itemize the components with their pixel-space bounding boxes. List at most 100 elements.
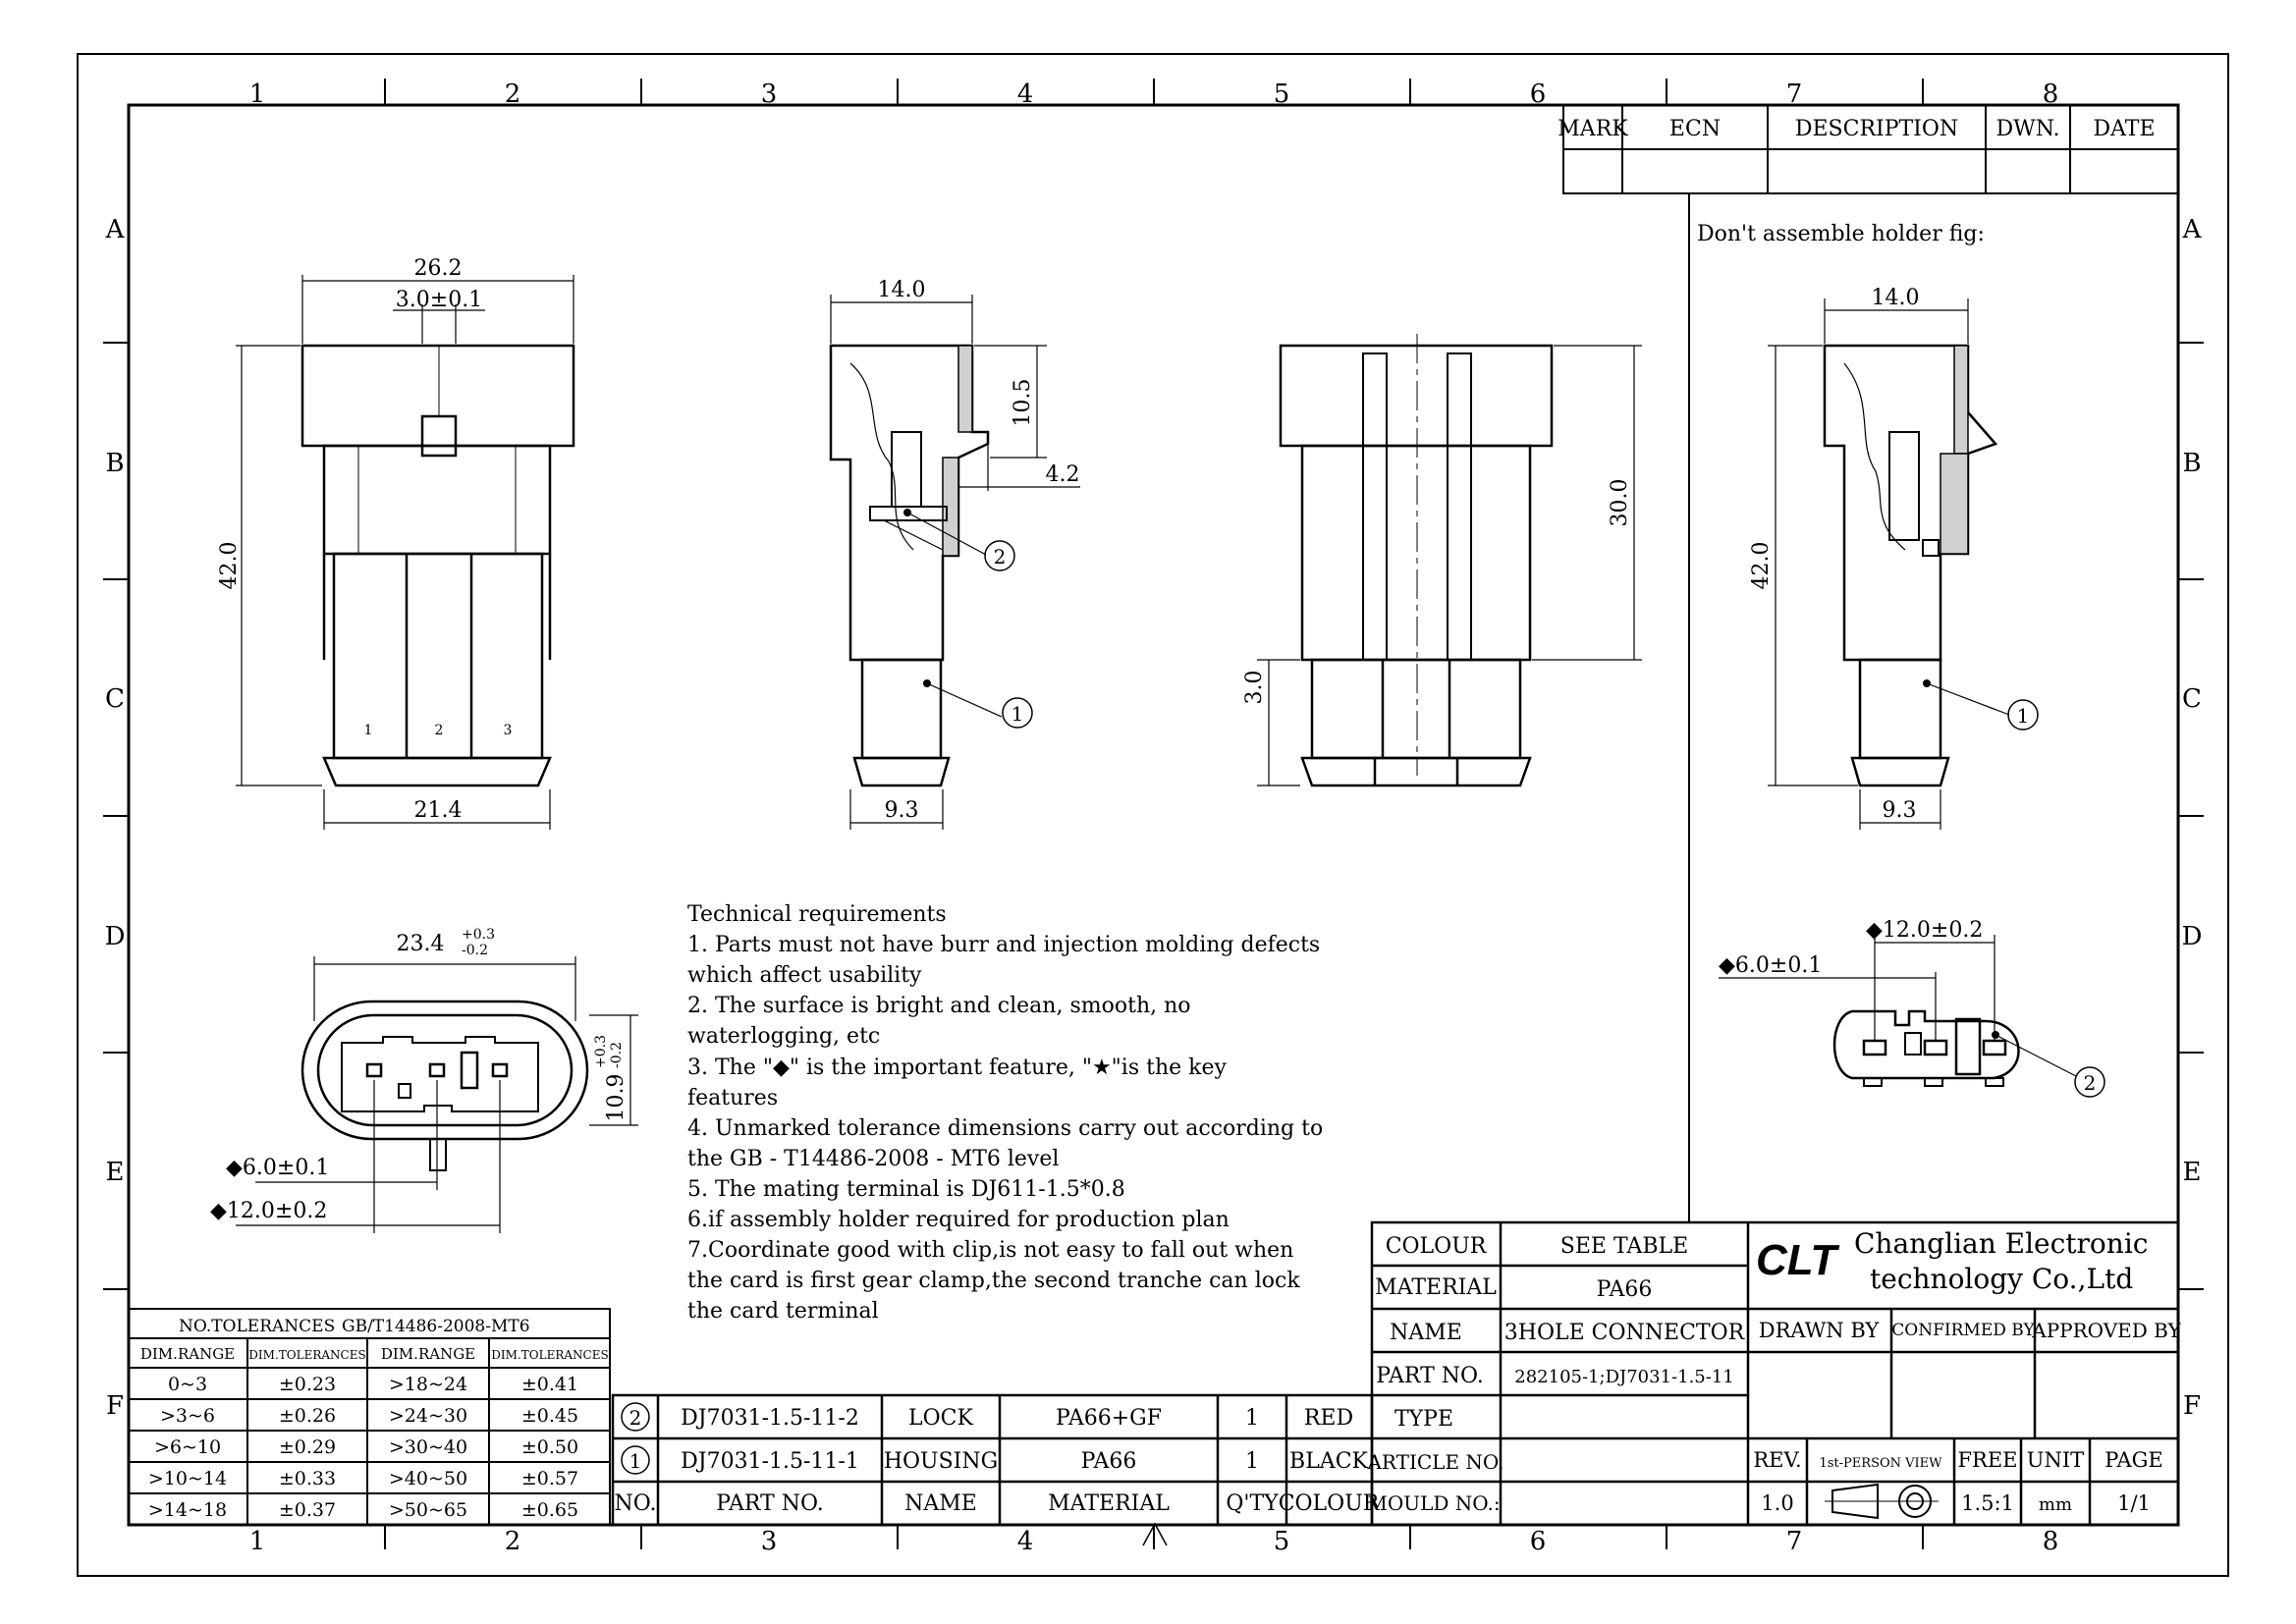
holder-face-view — [1832, 1009, 2020, 1087]
bom-row-1-balloon — [621, 1445, 650, 1475]
tolerance-cell: >3~6 — [160, 1405, 215, 1427]
holder-face-pitch-6-dim: ◆6.0±0.1 — [1719, 953, 1822, 978]
tolerance-cell: ±0.33 — [279, 1468, 336, 1489]
front-width-dim: 26.2 — [414, 256, 463, 281]
name-value: 3HOLE CONNECTOR — [1504, 1321, 1746, 1345]
drawn-by-label: DRAWN BY — [1759, 1319, 1881, 1342]
front-slot-dim: 3.0±0.1 — [396, 288, 482, 312]
approved-by-label: APPROVED BY — [2031, 1319, 2181, 1342]
rev-value: 1.0 — [1761, 1491, 1793, 1515]
bom-row-2-material: PA66+GF — [1056, 1406, 1162, 1431]
bottom-height-dim: 10.9 — [604, 1074, 629, 1122]
bom-row-1-name: HOUSING — [884, 1449, 998, 1474]
tolerance-cell: ±0.45 — [521, 1405, 578, 1427]
projection-symbol-icon — [1825, 1483, 1939, 1520]
tolerance-cell: ±0.23 — [279, 1374, 336, 1395]
bom-row-1-colour: BLACK — [1289, 1449, 1368, 1474]
front-dimension-lines — [236, 275, 574, 830]
zone-col-7-top: 7 — [1786, 80, 1803, 109]
holder-balloon-1-label: 1 — [2017, 704, 2030, 728]
zone-row-f-right: F — [2183, 1391, 2201, 1421]
scale-value: 1.5:1 — [1961, 1491, 2014, 1515]
tech-req-line: features — [687, 1086, 778, 1110]
side-lock-height-dim: 10.5 — [1011, 379, 1035, 427]
page-value: 1/1 — [2117, 1491, 2151, 1515]
tolerance-cell: >18~24 — [389, 1374, 467, 1395]
bom-header-material: MATERIAL — [1048, 1491, 1170, 1516]
bom-row-2-name: LOCK — [908, 1406, 973, 1431]
tech-req-line: 7.Coordinate good with clip,is not easy … — [687, 1238, 1293, 1263]
zone-col-1-bottom: 1 — [249, 1527, 266, 1556]
rev-header-description: DESCRIPTION — [1795, 117, 1958, 141]
zone-row-b-left: B — [105, 449, 124, 478]
holder-height-dim: 42.0 — [1749, 542, 1774, 590]
zone-col-4-top: 4 — [1017, 80, 1034, 109]
side-view — [829, 344, 990, 787]
zone-col-2-bottom: 2 — [505, 1527, 521, 1556]
confirmed-by-label: CONFIRMED BY — [1891, 1321, 2035, 1340]
holder-note: Don't assemble holder fig: — [1697, 222, 1985, 246]
front-view — [301, 344, 575, 787]
zone-row-d-left: D — [105, 922, 126, 951]
bom-row-1-no: 1 — [629, 1449, 642, 1473]
tech-req-line: 2. The surface is bright and clean, smoo… — [687, 994, 1191, 1018]
back-step-dim: 3.0 — [1242, 671, 1267, 705]
rev-header-date: DATE — [2093, 117, 2155, 141]
bottom-width-dim: 23.4 — [397, 932, 445, 956]
company-name-line1: Changlian Electronic — [1854, 1227, 2148, 1260]
holder-balloon-1-circle — [2007, 699, 2039, 731]
holder-face-pitch-12-dim: ◆12.0±0.2 — [1866, 918, 1983, 943]
bom-row-1-qty: 1 — [1245, 1449, 1259, 1474]
tolerance-title: NO.TOLERANCES — [179, 1317, 335, 1336]
revision-table — [1562, 104, 2179, 194]
holder-dimension-lines — [1768, 298, 2010, 830]
tolerance-cell: >14~18 — [148, 1499, 227, 1521]
tolerance-cell: ±0.26 — [279, 1405, 336, 1427]
bom-row-2-part: DJ7031-1.5-11-2 — [681, 1406, 859, 1431]
tolerance-cell: >10~14 — [148, 1468, 227, 1489]
front-pin-label-1: 1 — [364, 723, 373, 738]
tolerance-cell: ±0.41 — [521, 1374, 578, 1395]
tech-req-line: 4. Unmarked tolerance dimensions carry o… — [687, 1116, 1323, 1141]
unit-label: UNIT — [2027, 1448, 2084, 1472]
tolerance-standard: GB/T14486-2008-MT6 — [342, 1317, 530, 1336]
tech-req-line: 5. The mating terminal is DJ611-1.5*0.8 — [687, 1177, 1125, 1202]
front-pin-label-3: 3 — [504, 723, 513, 738]
side-balloon-2-circle — [984, 540, 1015, 571]
bottom-width-tol-up: +0.3 — [462, 927, 495, 943]
back-view — [1279, 334, 1554, 787]
rev-header-ecn: ECN — [1669, 117, 1721, 141]
zone-ticks — [103, 79, 2204, 1549]
company-name-line2: technology Co.,Ltd — [1870, 1263, 2133, 1295]
name-label: NAME — [1390, 1321, 1462, 1345]
bottom-pitch-6-dim: ◆6.0±0.1 — [226, 1156, 329, 1180]
tolerance-cell: >6~10 — [154, 1436, 221, 1458]
tech-req-line: 3. The "◆" is the important feature, "★"… — [687, 1056, 1227, 1080]
back-dimension-lines — [1257, 345, 1642, 786]
tolerance-cell: ±0.65 — [521, 1499, 578, 1521]
tolerance-header-tol-2: DIM.TOLERANCES — [491, 1348, 608, 1362]
tech-req-line: 6.if assembly holder required for produc… — [687, 1208, 1230, 1232]
zone-col-2-top: 2 — [505, 80, 521, 109]
rev-label: REV. — [1753, 1448, 1801, 1472]
holder-face-balloon-2-circle — [2074, 1066, 2105, 1098]
material-value: PA66 — [1597, 1277, 1653, 1302]
zone-row-c-right: C — [2182, 684, 2202, 714]
bom-header-no: NO. — [615, 1491, 657, 1516]
bom-header-name: NAME — [904, 1491, 977, 1516]
tech-req-line: waterlogging, etc — [687, 1024, 880, 1049]
title-block-grid — [1370, 1220, 2180, 1527]
rev-header-dwn: DWN. — [1995, 117, 2059, 141]
outer-frame — [77, 53, 2229, 1577]
side-bottom-dim: 9.3 — [885, 798, 919, 823]
bom-row-1-material: PA66 — [1081, 1449, 1137, 1474]
bom-row-2-qty: 1 — [1245, 1406, 1259, 1431]
company-logo: CLT — [1756, 1236, 1839, 1284]
view-label: 1st-PERSON VIEW — [1819, 1456, 1942, 1471]
tolerance-cell: >40~50 — [389, 1468, 467, 1489]
tech-req-line: 1. Parts must not have burr and injectio… — [687, 933, 1320, 957]
front-height-dim: 42.0 — [217, 542, 242, 590]
bottom-dimension-lines — [236, 956, 638, 1233]
zone-col-3-top: 3 — [761, 80, 778, 109]
zone-col-7-bottom: 7 — [1786, 1527, 1803, 1556]
